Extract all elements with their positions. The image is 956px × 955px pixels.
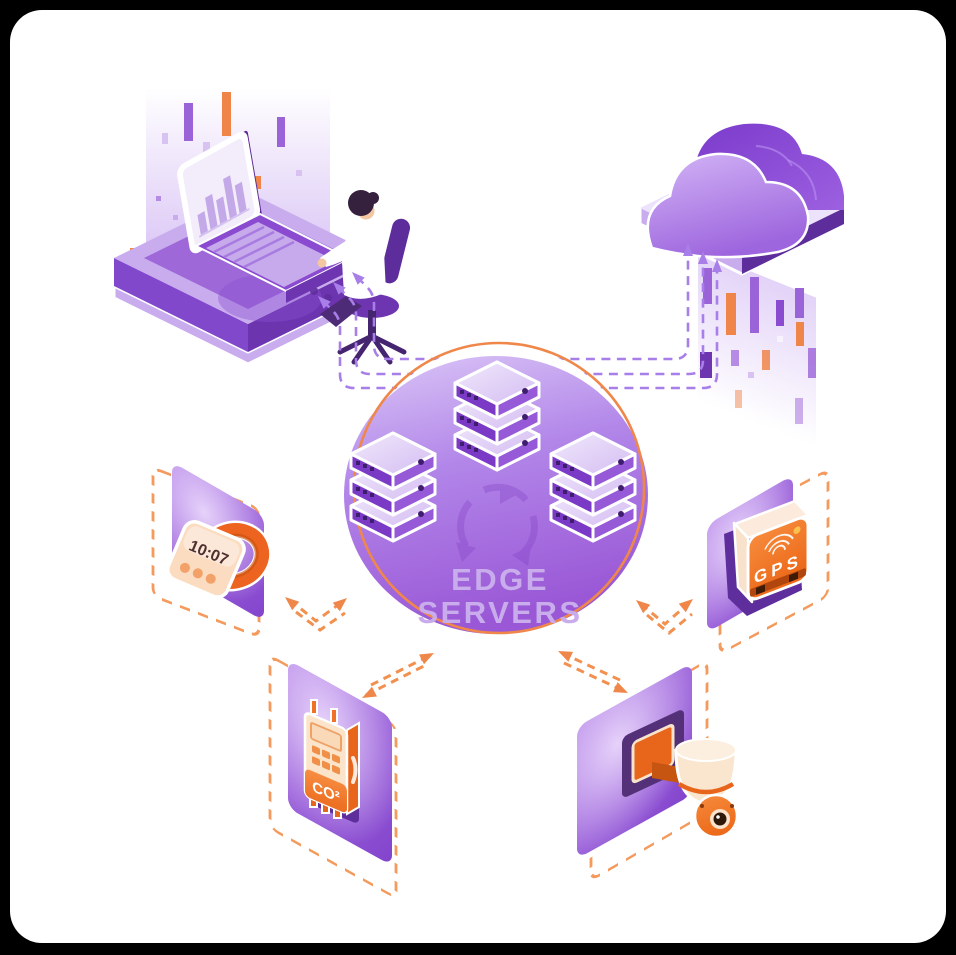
co2-node: CO² [268, 657, 398, 897]
device-connections [289, 598, 693, 697]
laptop-chart-bars [197, 175, 247, 235]
edge-servers-node: EDGE SERVERS [344, 341, 648, 635]
smartwatch-dots [179, 562, 216, 584]
co2-keypad [312, 745, 340, 775]
analyst-person-icon [317, 190, 411, 365]
gps-node: GPS [707, 471, 830, 652]
server-stack-icon [453, 360, 541, 472]
co2-sensor-icon: CO² [303, 699, 360, 823]
gps-module-icon: GPS [724, 499, 810, 616]
edge-servers-blob [344, 356, 648, 634]
cloud-front [646, 152, 810, 259]
device-connection-arrowheads [285, 597, 693, 698]
ptz-camera-icon [622, 710, 739, 839]
edge-servers-label-line1: EDGE [451, 562, 549, 597]
edge-servers-label-line2: SERVERS [417, 595, 582, 630]
smartwatch-node: 10:07 [151, 466, 272, 636]
camera-node [577, 662, 739, 879]
smartwatch-icon: 10:07 [166, 520, 272, 599]
cloud-node [638, 123, 846, 448]
server-stack-icon [349, 431, 437, 543]
connection-arrowheads-purple [318, 243, 722, 309]
connection-workstation-cloud [322, 250, 719, 390]
server-stack-icon [549, 431, 637, 543]
sync-icon [456, 483, 538, 566]
cloud-data-stream-rects [700, 268, 816, 424]
gps-signal-icon [764, 533, 794, 555]
chair-legs [337, 333, 407, 365]
workstation-node [112, 88, 411, 366]
laptop-icon [177, 130, 351, 303]
